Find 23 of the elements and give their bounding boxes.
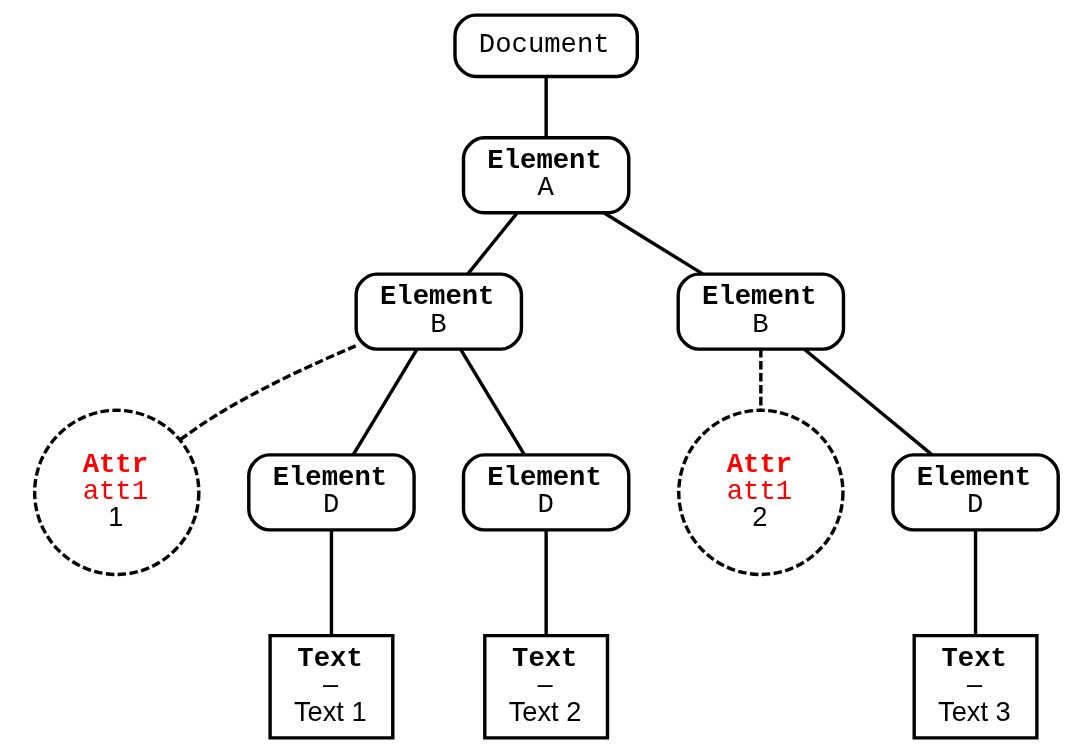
connector	[178, 344, 356, 442]
connector	[973, 530, 977, 636]
connector	[458, 348, 526, 456]
connector	[465, 212, 518, 276]
connector	[802, 347, 933, 457]
node-box: Element D	[890, 453, 1060, 532]
connector	[543, 76, 548, 138]
connector	[758, 349, 763, 411]
node-circle: Attr att1 1	[32, 408, 201, 577]
node-box: Element D	[246, 453, 416, 532]
connector	[351, 348, 419, 456]
node-box: Document	[452, 13, 639, 79]
node-box: Element A	[461, 136, 630, 215]
node-box: Text – Text 1	[267, 633, 394, 740]
node-box: Element B	[353, 272, 523, 351]
connector	[543, 530, 548, 636]
connector	[602, 211, 704, 276]
node-box: Text – Text 3	[912, 633, 1039, 740]
connector	[329, 530, 333, 636]
node-box: Text – Text 2	[482, 633, 609, 740]
node-box: Element B	[676, 272, 845, 351]
node-box: Element D	[461, 453, 630, 532]
node-circle: Attr att1 2	[676, 408, 845, 577]
